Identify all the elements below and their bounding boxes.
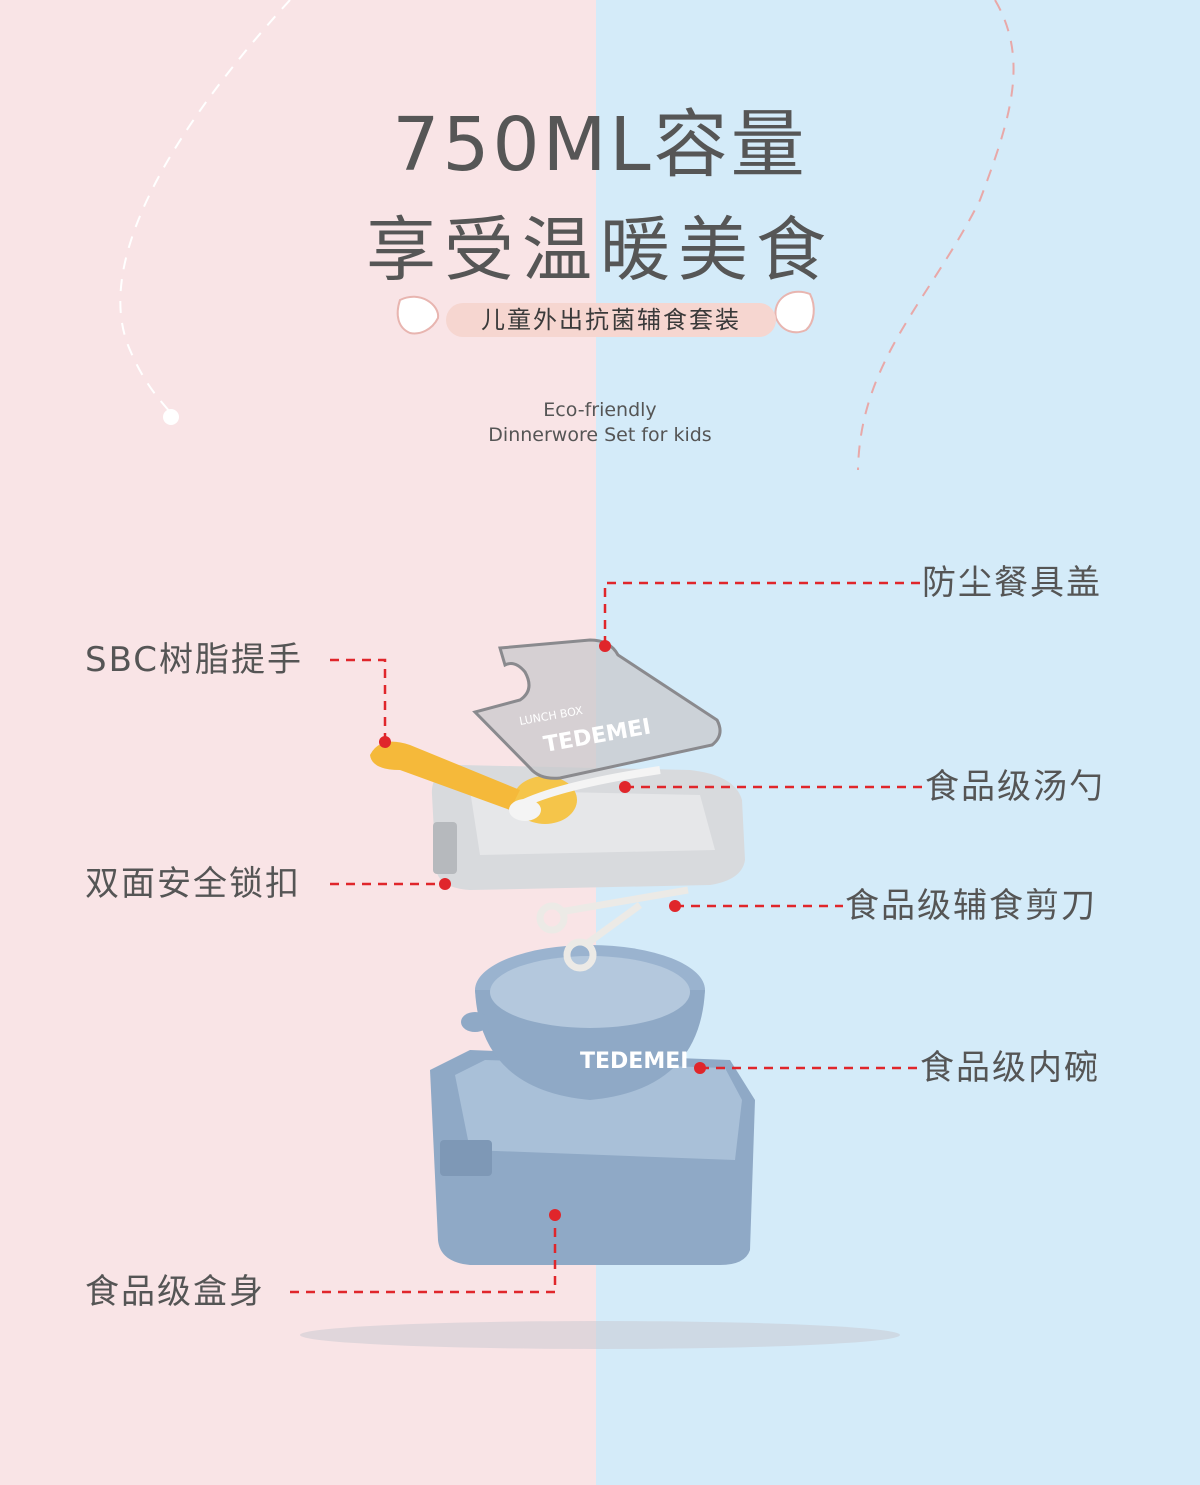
callout-scissors: 食品级辅食剪刀	[845, 886, 1097, 926]
english-subtitle-line2: Dinnerwore Set for kids	[488, 424, 712, 446]
callout-box-body: 食品级盒身	[85, 1272, 265, 1312]
tray	[370, 741, 745, 890]
callout-lines	[290, 581, 925, 1294]
callout-lid: 防尘餐具盖	[922, 563, 1102, 603]
product-shadow	[300, 1321, 900, 1349]
subtitle-pill: 儿童外出抗菌辅食套装	[446, 303, 776, 337]
callout-spoon: 食品级汤勺	[925, 767, 1105, 807]
lid: LUNCH BOX TEDEMEI	[472, 638, 722, 780]
box-body	[430, 1050, 755, 1265]
headline-slogan: 享受温暖美食	[366, 209, 834, 291]
callout-lock: 双面安全锁扣	[85, 864, 301, 904]
callout-handle: SBC树脂提手	[85, 640, 304, 680]
scissors	[536, 886, 689, 972]
headline-capacity: 750ML容量	[392, 102, 808, 188]
decorative-dot	[163, 409, 179, 425]
inner-bowl: TEDEMEI	[461, 945, 705, 1100]
bowl-brand-logo: TEDEMEI	[580, 1049, 688, 1074]
wing-left-icon	[396, 295, 440, 335]
english-subtitle-line1: Eco-friendly	[543, 399, 657, 421]
decorative-dashed-curve-left	[119, 0, 291, 413]
callout-inner-bowl: 食品级内碗	[920, 1048, 1100, 1088]
decorative-dashed-curve-right	[857, 0, 1015, 471]
callout-dots	[379, 640, 706, 1221]
wing-right-icon	[774, 290, 815, 334]
